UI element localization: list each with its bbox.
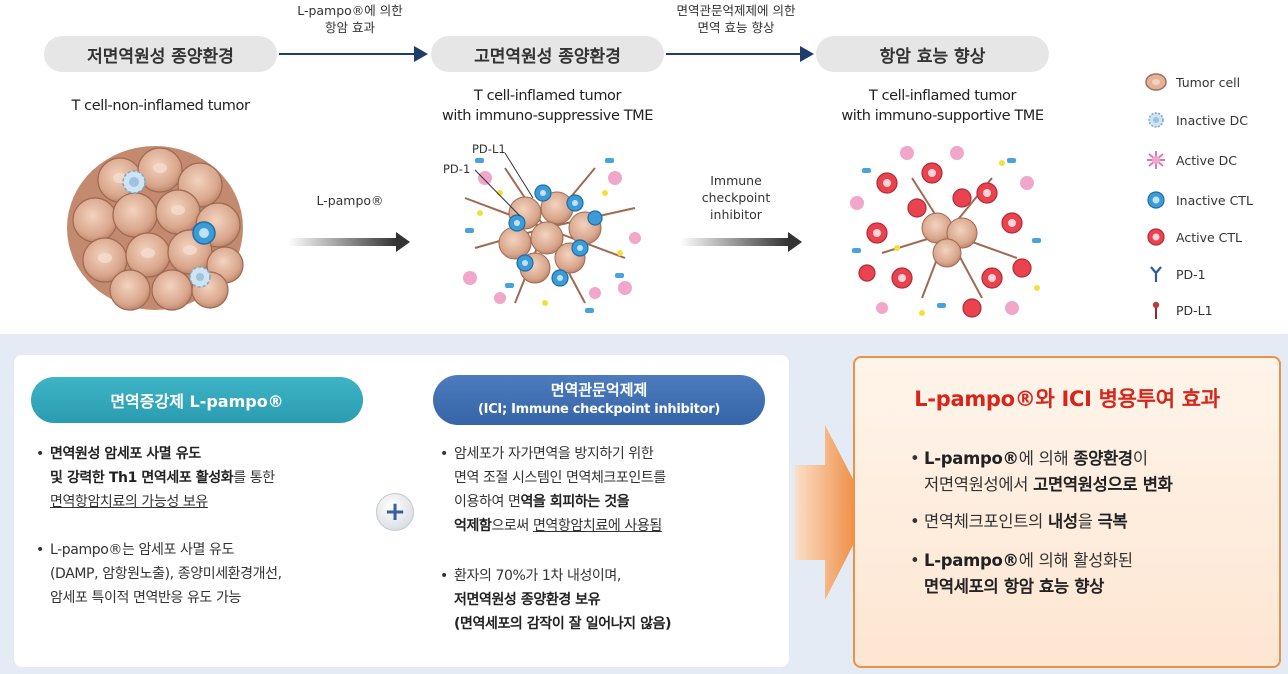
legend-tumor-cell: Tumor cell xyxy=(1144,72,1240,92)
result-panel xyxy=(853,356,1281,668)
inactive-ctl-icon xyxy=(1147,191,1165,209)
tumor-tme-supportive xyxy=(850,146,1041,318)
tumor-tme-suppressive xyxy=(463,152,641,313)
legend-pd1: PD-1 xyxy=(1144,264,1206,284)
stage-title: 항암 효능 향상 xyxy=(879,46,986,67)
callout-pd1: PD-1 xyxy=(443,162,471,176)
result-bullet-3: • L-pampo®에 의해 활성화된 면역세포의 항암 효능 향상 xyxy=(910,551,1133,596)
mid-bullet-1: • 암세포가 자가면역을 방지하기 위한 면역 조절 시스템인 면역체크포인트를… xyxy=(440,446,666,534)
mid-bullet-2: • 환자의 70%가 1차 내성이며, 저면역원성 종양환경 보유 (면역세포의… xyxy=(440,568,672,632)
result-title: L-pampo®와 ICI 병용투여 효과 xyxy=(914,387,1220,411)
inactive-dc-icon xyxy=(1148,112,1164,128)
active-dc-icon xyxy=(1147,151,1165,169)
result-bullet-1: • L-pampo®에 의해 종양환경이 저면역원성에서 고면역원성으로 변화 xyxy=(910,449,1173,494)
stage-title: 고면역원성 종양환경 xyxy=(474,46,621,67)
stage-desc-1: T cell-non-inflamed tumor xyxy=(71,98,250,114)
stage-efficacy: 항암 효능 향상 xyxy=(816,36,1049,72)
result-arrow xyxy=(795,425,870,600)
callout-pdl1: PD-L1 xyxy=(472,142,506,156)
stage-title: 저면역원성 종양환경 xyxy=(87,46,234,67)
mid-arrow-label-1: L-pampo® xyxy=(316,193,384,208)
plus-icon: + xyxy=(376,493,414,531)
result-bullet-2: • 면역체크포인트의 내성을 극복 xyxy=(910,512,1128,531)
legend-inactive-dc: Inactive DC xyxy=(1144,110,1248,130)
ici-title: 면역관문억제제 (ICI; Immune checkpoint inhibito… xyxy=(433,375,765,425)
legend-active-dc: Active DC xyxy=(1144,150,1237,170)
tumor-cluster-non-inflamed xyxy=(67,146,244,311)
stage-high-immunogenic: 고면역원성 종양환경 xyxy=(431,36,664,72)
pd1-icon xyxy=(1150,266,1162,282)
mid-arrow-1 xyxy=(288,232,410,252)
active-ctl-icon xyxy=(1147,228,1165,246)
left-bullet-2: • L-pampo®는 암세포 사멸 유도 (DAMP, 암항원노출), 종양미… xyxy=(36,542,282,606)
tumor-cell-icon xyxy=(1145,73,1167,91)
stage-low-immunogenic: 저면역원성 종양환경 xyxy=(44,36,277,72)
left-bullet-1: • 면역원성 암세포 사멸 유도 및 강력한 Th1 면역세포 활성화를 통한 … xyxy=(36,446,275,510)
top-arrows xyxy=(279,46,814,62)
pdl1-icon xyxy=(1152,301,1160,319)
legend-active-ctl: Active CTL xyxy=(1144,227,1242,247)
legend-inactive-ctl: Inactive CTL xyxy=(1144,190,1253,210)
mid-arrow-2 xyxy=(680,232,802,252)
l-pampo-title: 면역증강제 L-pampo® xyxy=(31,377,363,423)
legend-pdl1: PD-L1 xyxy=(1144,300,1213,320)
